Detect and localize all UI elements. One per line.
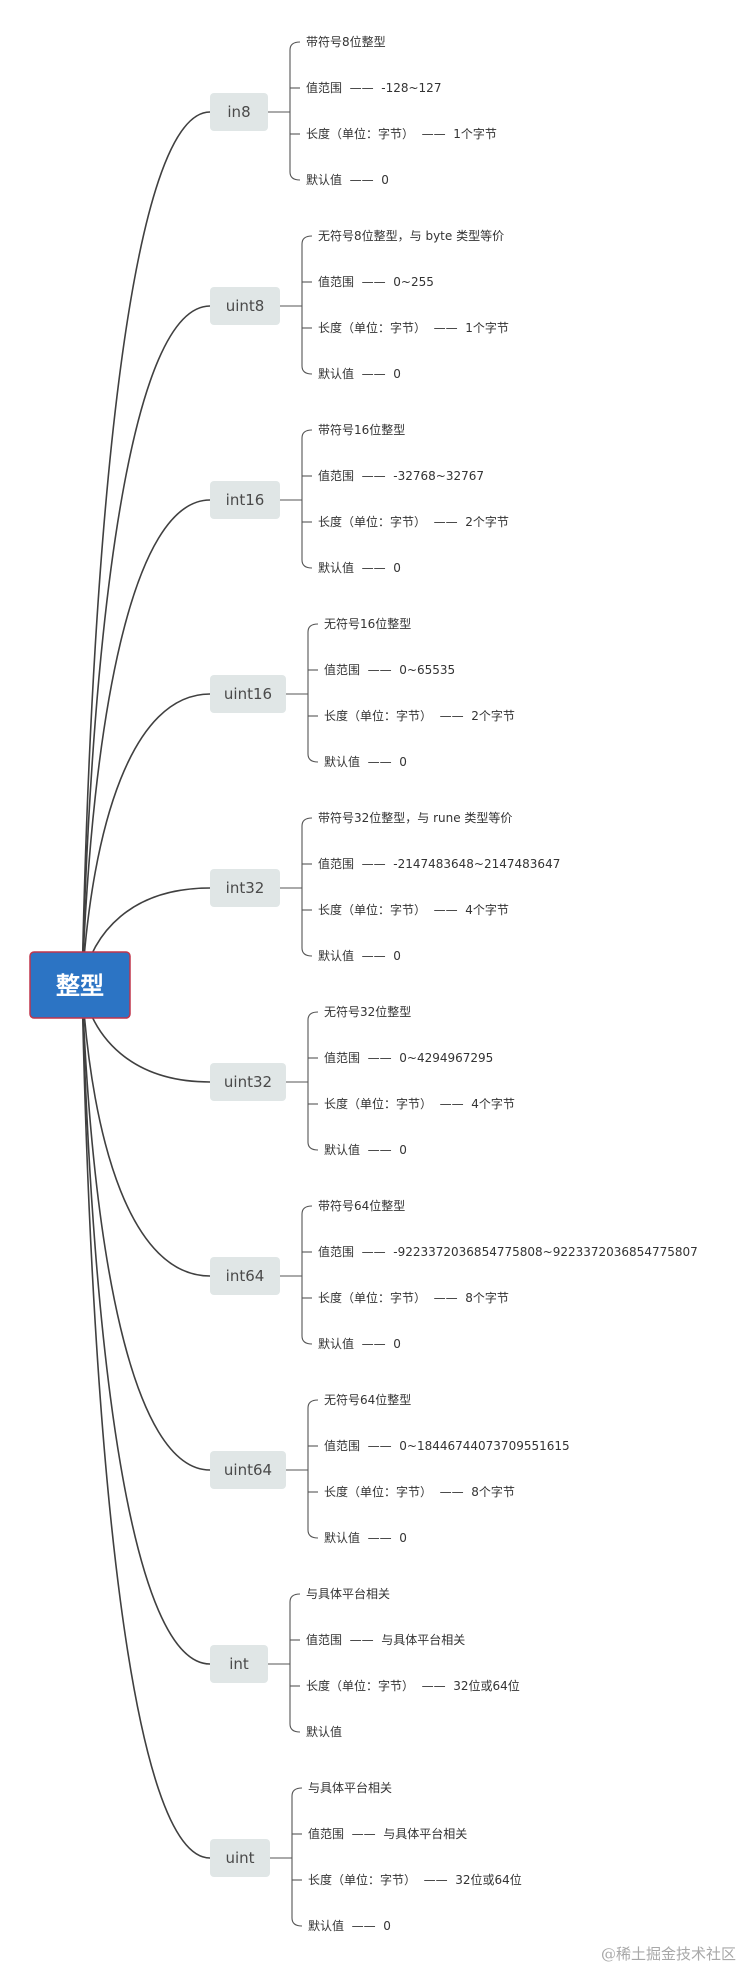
branch-node-label: uint32 xyxy=(224,1073,272,1091)
leaf-label: 值范围 —— -128~127 xyxy=(306,80,441,95)
branch-node-label: in8 xyxy=(227,103,250,121)
leaf-label: 长度（单位：字节） —— 4个字节 xyxy=(324,1096,515,1111)
connector-line xyxy=(81,499,211,986)
root-node-box xyxy=(29,951,131,1019)
bracket-line xyxy=(307,1011,319,1151)
branch-node: uint xyxy=(210,1839,270,1877)
branch-node-box xyxy=(210,93,268,131)
connector-line xyxy=(81,693,211,986)
leaf-label: 无符号16位整型 xyxy=(324,616,411,631)
connector-line xyxy=(81,111,211,986)
branch-node-box xyxy=(210,481,280,519)
bracket-line xyxy=(291,1787,303,1927)
branch-node: uint8 xyxy=(210,287,280,325)
leaf-label: 长度（单位：字节） —— 32位或64位 xyxy=(306,1678,520,1693)
leaf-label: 默认值 —— 0 xyxy=(318,1336,401,1351)
leaf-label: 无符号8位整型，与 byte 类型等价 xyxy=(318,228,504,243)
leaf-label: 长度（单位：字节） —— 4个字节 xyxy=(318,902,509,917)
bracket-line xyxy=(289,1593,301,1733)
leaf-brackets xyxy=(268,41,319,1927)
branch-node: int32 xyxy=(210,869,280,907)
leaf-label: 默认值 —— 0 xyxy=(324,1530,407,1545)
branch-node-label: uint8 xyxy=(226,297,265,315)
bracket-line xyxy=(307,623,319,763)
leaf-label: 长度（单位：字节） —— 2个字节 xyxy=(324,708,515,723)
leaf-label: 值范围 —— 与具体平台相关 xyxy=(306,1632,465,1647)
root-node: 整型 xyxy=(29,951,131,1019)
branch-node-box xyxy=(210,869,280,907)
branch-nodes: in8 uint8 int16 uint16 int32 uint32 int64 uint6… xyxy=(210,93,286,1877)
leaf-label: 默认值 —— 0 xyxy=(308,1918,391,1933)
leaf-label: 值范围 —— 0~65535 xyxy=(324,662,455,677)
branch-node-label: uint xyxy=(225,1849,254,1867)
leaf-label: 长度（单位：字节） —— 32位或64位 xyxy=(308,1872,522,1887)
bracket-line xyxy=(301,235,313,375)
branch-node: int64 xyxy=(210,1257,280,1295)
leaf-label: 无符号64位整型 xyxy=(324,1392,411,1407)
bracket-line xyxy=(301,1205,313,1345)
leaf-label: 默认值 —— 0 xyxy=(318,948,401,963)
leaf-label: 值范围 —— 0~4294967295 xyxy=(324,1050,493,1065)
leaf-label: 值范围 —— -32768~32767 xyxy=(318,468,484,483)
branch-node-label: int64 xyxy=(226,1267,265,1285)
leaf-label: 默认值 —— 0 xyxy=(318,366,401,381)
leaf-label: 默认值 —— 0 xyxy=(324,754,407,769)
leaf-label: 带符号16位整型 xyxy=(318,422,405,437)
branch-node: in8 xyxy=(210,93,268,131)
connector-line xyxy=(81,984,211,1277)
branch-node-label: int32 xyxy=(226,879,265,897)
leaf-label: 长度（单位：字节） —— 1个字节 xyxy=(318,320,509,335)
leaf-label: 长度（单位：字节） —— 8个字节 xyxy=(318,1290,509,1305)
leaf-label: 值范围 —— 与具体平台相关 xyxy=(308,1826,467,1841)
branch-node-label: uint64 xyxy=(224,1461,272,1479)
connector-line xyxy=(81,984,211,1665)
branch-node: int xyxy=(210,1645,268,1683)
bracket-line xyxy=(301,817,313,957)
branch-node-box xyxy=(210,1063,286,1101)
bracket-line xyxy=(307,1399,319,1539)
leaf-label: 长度（单位：字节） —— 1个字节 xyxy=(306,126,497,141)
branch-node-box xyxy=(210,1645,268,1683)
leaf-label: 默认值 xyxy=(306,1724,342,1739)
leaf-label: 默认值 —— 0 xyxy=(306,172,389,187)
branch-node-box xyxy=(210,1839,270,1877)
branch-node-box xyxy=(210,1451,286,1489)
branch-node: uint32 xyxy=(210,1063,286,1101)
leaf-label: 与具体平台相关 xyxy=(306,1586,390,1601)
leaf-label: 无符号32位整型 xyxy=(324,1004,411,1019)
connector-line xyxy=(81,305,211,986)
connector-line xyxy=(81,984,211,1471)
branch-node-box xyxy=(210,675,286,713)
bracket-line xyxy=(301,429,313,569)
branch-node-label: uint16 xyxy=(224,685,272,703)
leaf-label: 值范围 —— -9223372036854775808~922337203685… xyxy=(318,1244,698,1259)
branch-node: uint64 xyxy=(210,1451,286,1489)
branch-node: uint16 xyxy=(210,675,286,713)
root-node-label: 整型 xyxy=(56,972,104,1000)
branch-node-box xyxy=(210,287,280,325)
leaf-label: 默认值 —— 0 xyxy=(324,1142,407,1157)
branch-node-box xyxy=(210,1257,280,1295)
bracket-line xyxy=(289,41,301,181)
branch-node-label: int xyxy=(229,1655,249,1673)
leaf-label: 带符号8位整型 xyxy=(306,34,386,49)
leaf-label: 带符号32位整型，与 rune 类型等价 xyxy=(318,810,512,825)
leaf-label: 值范围 —— -2147483648~2147483647 xyxy=(318,856,560,871)
leaf-label: 长度（单位：字节） —— 2个字节 xyxy=(318,514,509,529)
watermark: @稀土掘金技术社区 xyxy=(600,1945,736,1963)
leaf-label: 长度（单位：字节） —— 8个字节 xyxy=(324,1484,515,1499)
connector-line xyxy=(81,984,211,1859)
leaf-label: 默认值 —— 0 xyxy=(318,560,401,575)
leaf-label: 与具体平台相关 xyxy=(308,1780,392,1795)
leaf-label: 值范围 —— 0~255 xyxy=(318,274,434,289)
branch-node: int16 xyxy=(210,481,280,519)
leaf-label: 值范围 —— 0~18446744073709551615 xyxy=(324,1438,570,1453)
leaf-label: 带符号64位整型 xyxy=(318,1198,405,1213)
branch-node-label: int16 xyxy=(226,491,265,509)
